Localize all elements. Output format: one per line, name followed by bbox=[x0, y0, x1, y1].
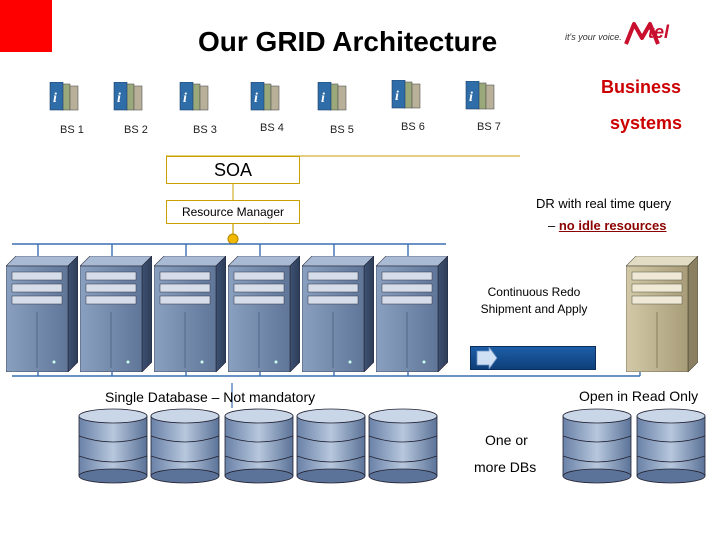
grid-server-icon-3 bbox=[154, 256, 226, 372]
bs-label-6: BS 6 bbox=[401, 121, 425, 133]
grid-server-icon-4 bbox=[228, 256, 300, 372]
database-icon-4 bbox=[296, 408, 366, 484]
business-label-line2: systems bbox=[610, 113, 683, 133]
database-icon-2 bbox=[150, 408, 220, 484]
soa-box: SOA bbox=[166, 156, 300, 184]
transfer-arrow-icon bbox=[476, 347, 498, 369]
logo-name: tel bbox=[648, 22, 670, 42]
bs-label-4: BS 4 bbox=[260, 122, 284, 134]
corner-accent bbox=[0, 0, 52, 52]
business-system-icon-5 bbox=[317, 82, 347, 111]
dr-note-line2: – no idle resources bbox=[548, 218, 667, 233]
database-icon-5 bbox=[368, 408, 438, 484]
grid-server-icon-2 bbox=[80, 256, 152, 372]
database-icon-1 bbox=[78, 408, 148, 484]
business-label-line1: Business bbox=[601, 77, 682, 97]
dr-note-emphasis: no idle resources bbox=[558, 218, 667, 233]
grid-server-icon-5 bbox=[302, 256, 374, 372]
bs-label-2: BS 2 bbox=[124, 124, 148, 136]
logo-tagline: it's your voice. bbox=[565, 32, 622, 42]
single-database-note: Single Database – Not mandatory bbox=[105, 389, 316, 405]
rm-junction-icon bbox=[227, 233, 239, 245]
database-icon-3 bbox=[224, 408, 294, 484]
bs-label-3: BS 3 bbox=[193, 124, 217, 136]
business-system-icon-4 bbox=[250, 82, 280, 111]
resource-manager-box: Resource Manager bbox=[166, 200, 300, 224]
bs-label-7: BS 7 bbox=[477, 121, 501, 133]
standby-server-icon bbox=[626, 256, 698, 372]
one-or-more-line1: One or bbox=[485, 432, 528, 448]
one-or-more-line2: more DBs bbox=[474, 459, 537, 475]
database-icon-7 bbox=[636, 408, 706, 484]
redo-shipment-note: Continuous Redo Shipment and Apply bbox=[480, 285, 588, 316]
business-system-icon-2 bbox=[113, 82, 143, 111]
page-title: Our GRID Architecture bbox=[198, 26, 498, 57]
dr-note-line1: DR with real time query bbox=[536, 196, 672, 211]
bs-label-5: BS 5 bbox=[330, 124, 354, 136]
redo-transfer-bar bbox=[470, 346, 596, 370]
business-system-icon-7 bbox=[465, 81, 495, 110]
dr-note-prefix: – bbox=[548, 218, 559, 233]
grid-server-icon-1 bbox=[6, 256, 78, 372]
grid-server-icon-6 bbox=[376, 256, 448, 372]
database-icon-6 bbox=[562, 408, 632, 484]
business-system-icon-6 bbox=[391, 80, 421, 109]
mtel-logo-icon bbox=[624, 22, 660, 45]
business-system-icon-1 bbox=[49, 82, 79, 111]
bs-label-1: BS 1 bbox=[60, 124, 84, 136]
open-read-only-note: Open in Read Only bbox=[579, 388, 699, 404]
business-system-icon-3 bbox=[179, 82, 209, 111]
